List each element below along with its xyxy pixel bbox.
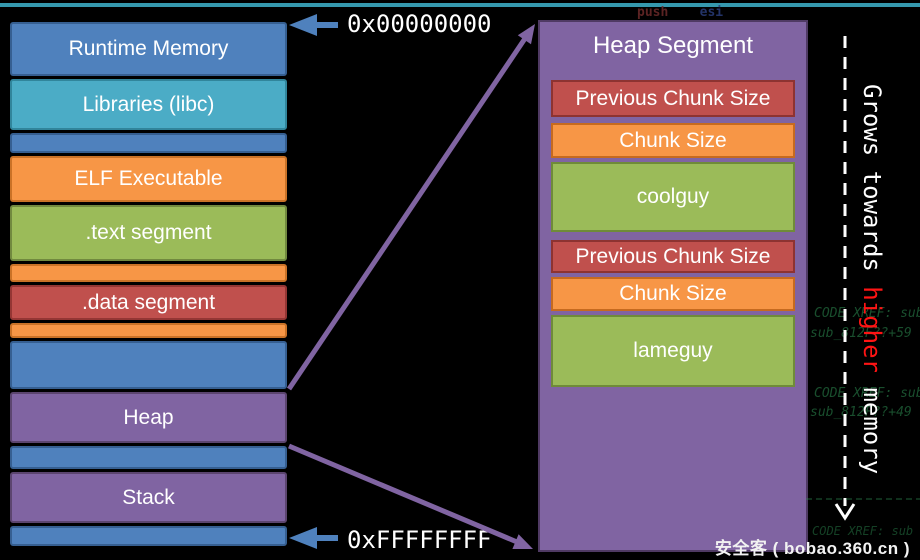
disasm-mnemonic: push xyxy=(637,5,669,20)
memory-block-runtime-memory: Runtime Memory xyxy=(10,22,287,76)
address-arrow-top xyxy=(289,14,338,36)
memory-block-spacer xyxy=(10,341,287,389)
memory-block-text-segment: .text segment xyxy=(10,205,287,261)
heap-chunk-prev-size-1: Previous Chunk Size xyxy=(551,80,795,117)
heap-chunk-size-1: Chunk Size xyxy=(551,123,795,158)
memory-block-label: Heap xyxy=(123,405,174,429)
memory-block-label: .text segment xyxy=(85,221,212,244)
memory-block-spacer xyxy=(10,264,287,282)
address-high-label: 0xFFFFFFFF xyxy=(347,526,492,554)
memory-block-label: Libraries (libc) xyxy=(82,92,215,116)
disasm-space xyxy=(668,5,699,20)
background-xref-2: CODE XREF: sub_8 xyxy=(814,386,920,401)
heap-chunk-size-2: Chunk Size xyxy=(551,277,795,311)
memory-growth-dashed-arrow xyxy=(834,36,856,521)
watermark: 安全客 ( bobao.360.cn ) xyxy=(714,539,910,558)
memory-block-spacer xyxy=(10,526,287,546)
growth-note-prefix: Grows towards xyxy=(858,84,886,287)
heap-chunk-lameguy: lameguy xyxy=(551,315,795,387)
heap-chunk-label: lameguy xyxy=(633,339,713,362)
disasm-operand: esi xyxy=(699,5,724,20)
heap-chunk-label: Chunk Size xyxy=(619,128,727,152)
memory-block-libraries: Libraries (libc) xyxy=(10,79,287,130)
memory-block-elf-executable: ELF Executable xyxy=(10,156,287,202)
background-xref-1: CODE XREF: sub_8 xyxy=(814,306,920,321)
heap-chunk-coolguy: coolguy xyxy=(551,162,795,232)
memory-block-label: ELF Executable xyxy=(74,167,223,190)
heap-segment-title: Heap Segment xyxy=(592,32,754,59)
address-low-label: 0x00000000 xyxy=(347,10,492,38)
growth-direction-note: Grows towards higher memory xyxy=(858,84,886,474)
address-arrow-bottom xyxy=(289,527,338,549)
heap-chunk-label: coolguy xyxy=(636,185,710,208)
memory-block-label: Runtime Memory xyxy=(68,37,229,60)
memory-block-label: .data segment xyxy=(81,290,216,314)
memory-block-data-segment: .data segment xyxy=(10,285,287,320)
top-teal-rule xyxy=(0,3,920,7)
memory-block-spacer xyxy=(10,133,287,153)
memory-block-heap: Heap xyxy=(10,392,287,443)
background-disassembly-push: push esi xyxy=(637,5,723,20)
heap-chunk-label: Previous Chunk Size xyxy=(575,244,771,268)
growth-note-suffix: memory xyxy=(858,373,886,475)
memory-block-spacer xyxy=(10,323,287,338)
heap-segment-box: Heap Segment Previous Chunk Size Chunk S… xyxy=(538,20,808,552)
heap-link-arrow-top xyxy=(286,24,535,391)
heap-chunk-prev-size-2: Previous Chunk Size xyxy=(551,240,795,273)
growth-note-highlight: higher xyxy=(858,286,886,373)
heap-chunk-label: Chunk Size xyxy=(619,282,727,305)
memory-block-label: Stack xyxy=(122,485,175,509)
memory-block-stack: Stack xyxy=(10,472,287,523)
heap-chunk-label: Previous Chunk Size xyxy=(575,86,771,110)
memory-block-spacer xyxy=(10,446,287,469)
background-xref-1-sub: sub_812F??+59 xyxy=(810,326,912,341)
background-xref-3: CODE XREF: sub xyxy=(812,524,914,538)
background-xref-2-sub: sub_812F??+49 xyxy=(810,405,912,420)
